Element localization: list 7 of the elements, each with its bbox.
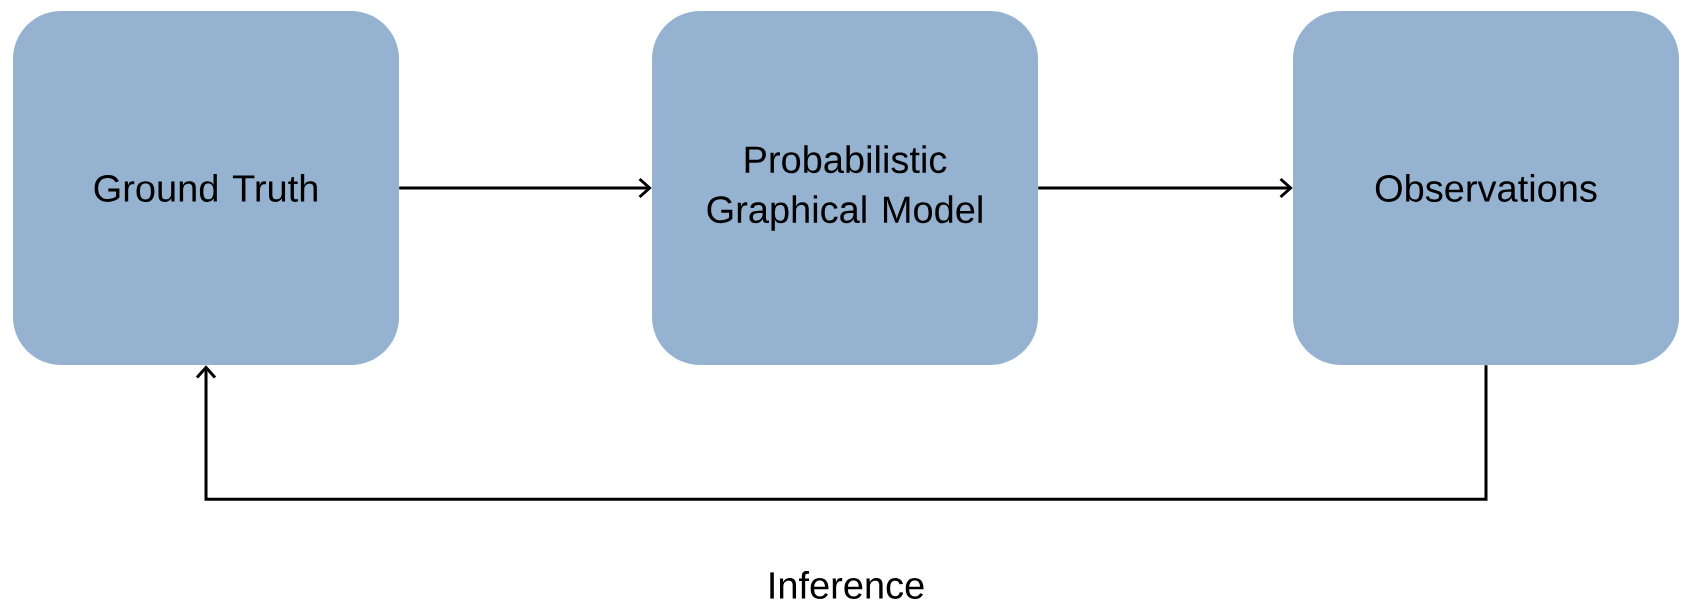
process-box: Ground Truth [13, 11, 399, 365]
process-box: Probabilistic Graphical Model [652, 11, 1038, 365]
process-box: Observations [1293, 11, 1679, 365]
edge-label: Inference [770, 571, 924, 599]
arrow [1038, 177, 1293, 199]
arrow [399, 177, 652, 199]
arrow [195, 365, 1488, 501]
